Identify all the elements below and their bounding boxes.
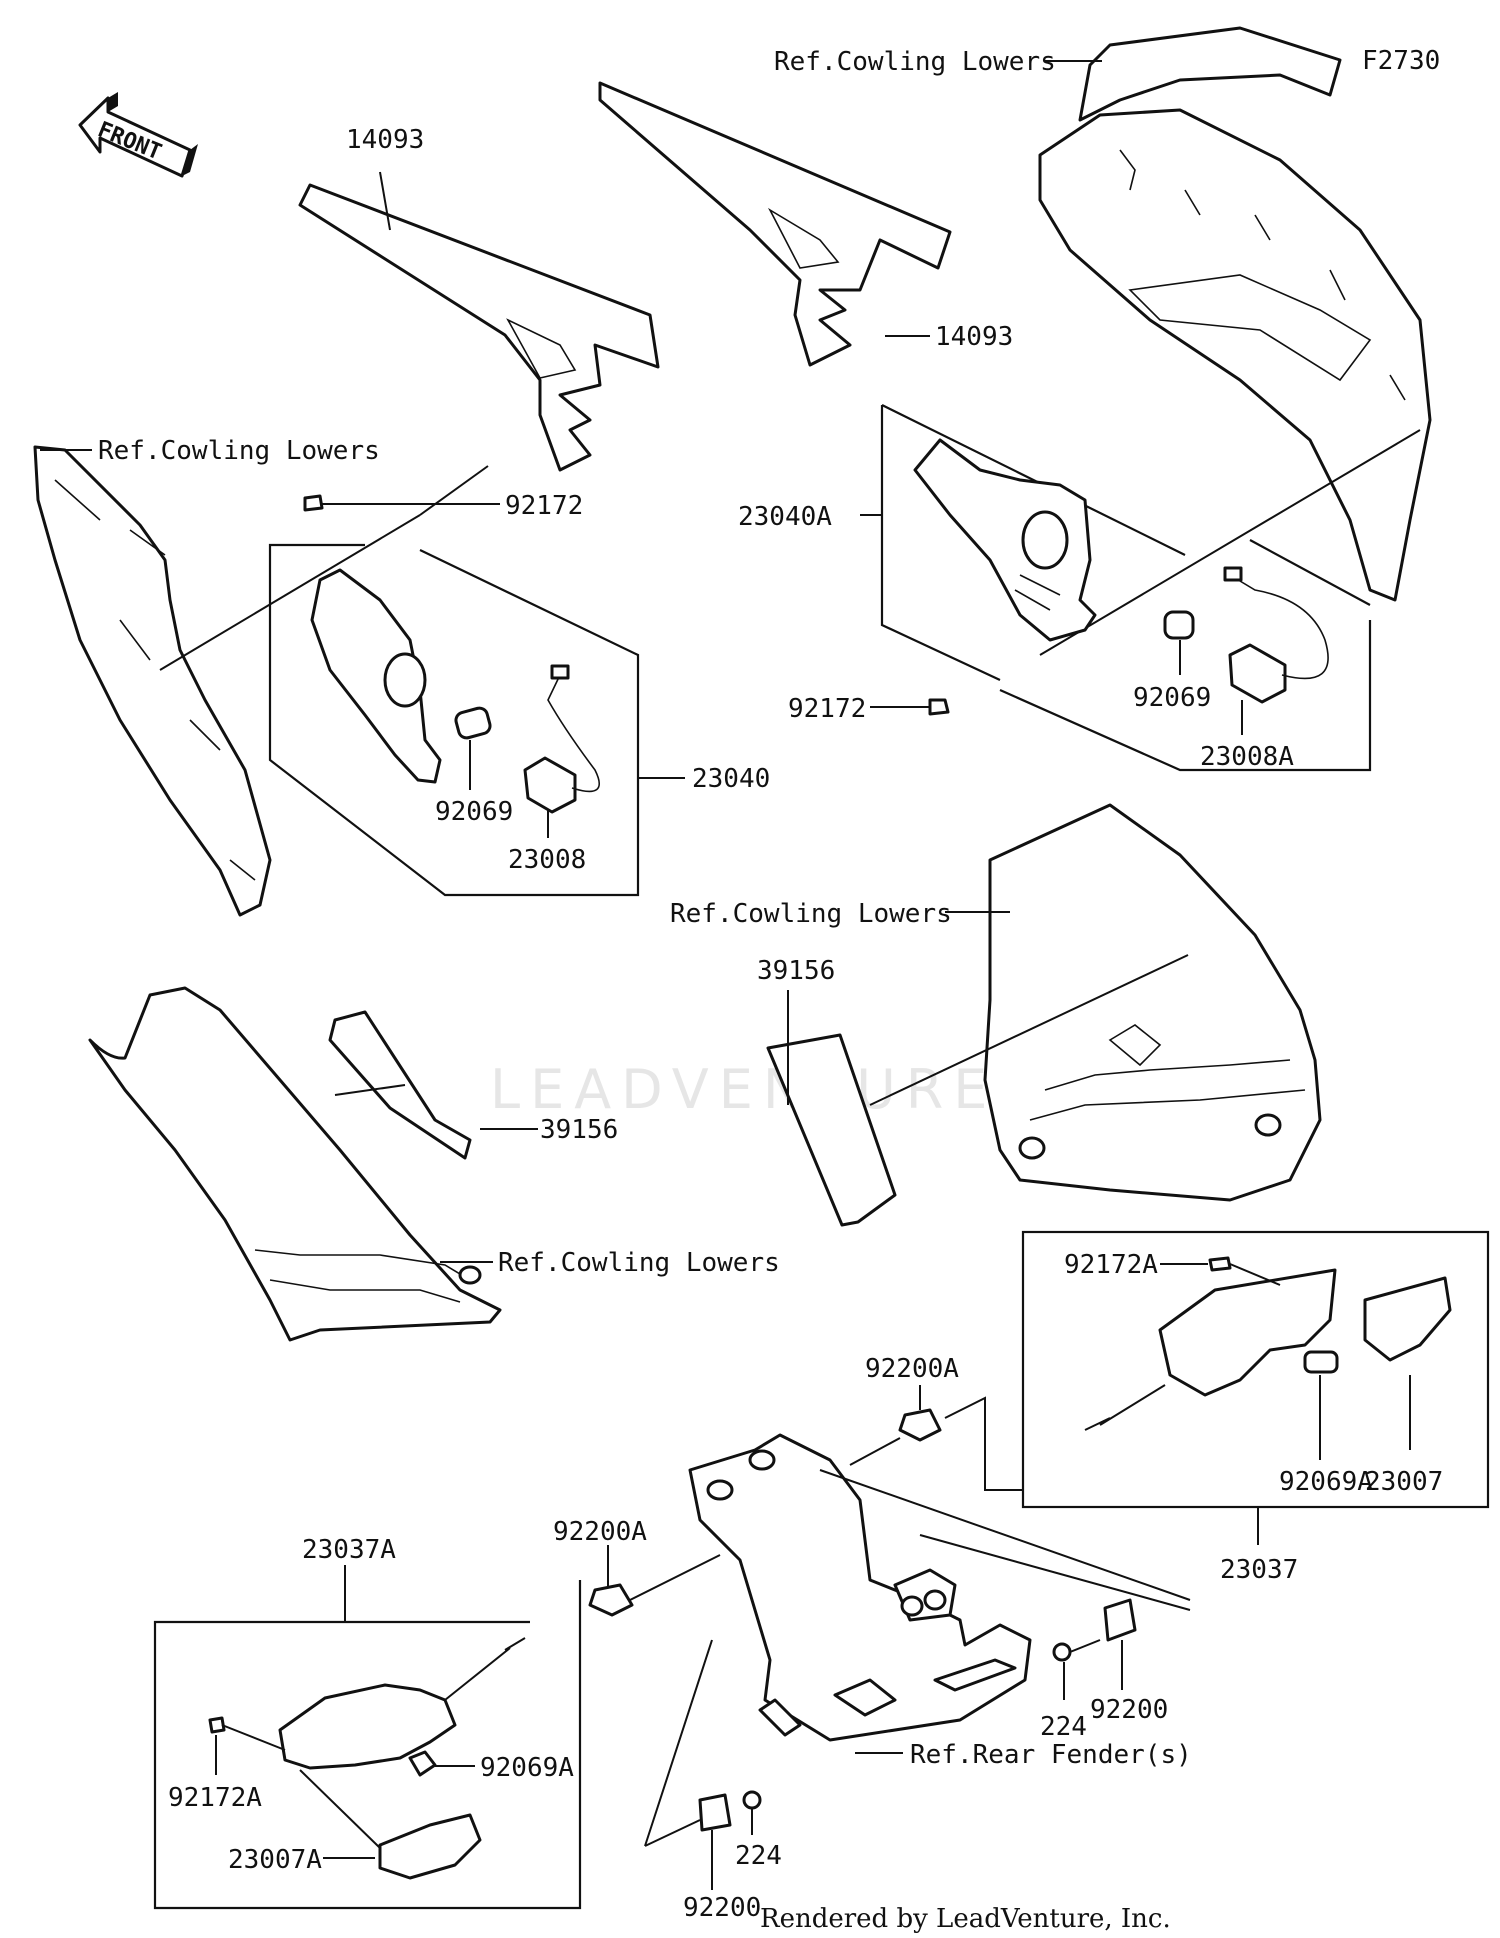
part-39156-right	[766, 954, 1189, 1227]
label-92069-a: 92069	[435, 797, 513, 827]
label-39156-a: 39156	[540, 1115, 618, 1145]
label-224-b: 224	[735, 1841, 782, 1871]
cowling-upper-right	[1038, 26, 1432, 602]
part-23008a-socket	[1223, 566, 1329, 735]
diagram-code: F2730	[1362, 46, 1440, 76]
cowling-lower-left	[88, 986, 502, 1342]
label-92069-b: 92069	[1133, 683, 1211, 713]
label-23040: 23040	[692, 764, 770, 794]
part-92069-bulb-b	[1163, 610, 1195, 675]
part-92200-clip-bottom	[644, 1793, 732, 1890]
label-14093-a: 14093	[346, 125, 424, 155]
label-92200a-b: 92200A	[553, 1517, 647, 1547]
label-92200a-a: 92200A	[865, 1354, 959, 1384]
label-14093-b: 14093	[935, 322, 1013, 352]
label-92069a-b: 92069A	[480, 1753, 574, 1783]
part-14093-left	[298, 171, 660, 472]
label-23008a: 23008A	[1200, 742, 1294, 772]
label-ref-cowling-mid: Ref.Cowling Lowers	[670, 899, 952, 929]
watermark-text: LEADVENTURE	[490, 1058, 997, 1121]
label-92172-a: 92172	[505, 491, 583, 521]
part-23037a-signal	[208, 1637, 526, 1880]
label-92200-a: 92200	[1090, 1695, 1168, 1725]
part-14093-right	[598, 81, 952, 367]
assembly-box-23040	[159, 465, 685, 897]
label-92172-b: 92172	[788, 694, 866, 724]
label-23007: 23007	[1365, 1467, 1443, 1497]
assembly-box-23037	[1021, 1230, 1490, 1545]
label-92172a-a: 92172A	[1064, 1250, 1158, 1280]
label-39156-b: 39156	[757, 956, 835, 986]
label-ref-cowling-low: Ref.Cowling Lowers	[498, 1248, 780, 1278]
part-23037-signal	[1084, 1256, 1452, 1460]
label-23037a: 23037A	[302, 1535, 396, 1565]
label-23007a: 23007A	[228, 1845, 322, 1875]
label-ref-cowling-top: Ref.Cowling Lowers	[774, 47, 1056, 77]
part-92200-clip-right	[1103, 1598, 1137, 1690]
part-224-bolt-right	[1052, 1639, 1101, 1700]
cowling-left	[33, 445, 272, 917]
assembly-box-23037a	[153, 1565, 582, 1910]
front-arrow-icon: FRONT	[78, 92, 198, 178]
part-23008-socket	[523, 664, 600, 838]
label-224-a: 224	[1040, 1712, 1087, 1742]
part-92069-bulb-a	[454, 706, 492, 790]
label-92069a-a: 92069A	[1279, 1467, 1373, 1497]
part-224-bolt-bottom	[742, 1790, 762, 1835]
label-23008: 23008	[508, 845, 586, 875]
part-92172-screw-a	[303, 494, 500, 512]
part-23040a-lens	[913, 438, 1097, 642]
assembly-box-23040a	[880, 404, 1421, 772]
label-23037: 23037	[1220, 1555, 1298, 1585]
footer-credit: Rendered by LeadVenture, Inc.	[760, 1904, 1171, 1934]
label-92172a-b: 92172A	[168, 1783, 262, 1813]
part-rear-fender	[644, 1433, 1191, 1847]
label-92200-b: 92200	[683, 1893, 761, 1923]
label-23040a: 23040A	[738, 502, 832, 532]
part-92200a-grommet-top	[849, 1385, 1022, 1491]
label-ref-cowling-left: Ref.Cowling Lowers	[98, 436, 380, 466]
cowling-middle-right	[983, 803, 1322, 1202]
part-92172-screw-b	[870, 698, 950, 716]
part-92200a-grommet-bottom	[588, 1545, 721, 1617]
part-39156-left	[328, 1010, 538, 1160]
part-23040-lens	[310, 568, 442, 784]
label-ref-rear-fender: Ref.Rear Fender(s)	[910, 1740, 1192, 1770]
